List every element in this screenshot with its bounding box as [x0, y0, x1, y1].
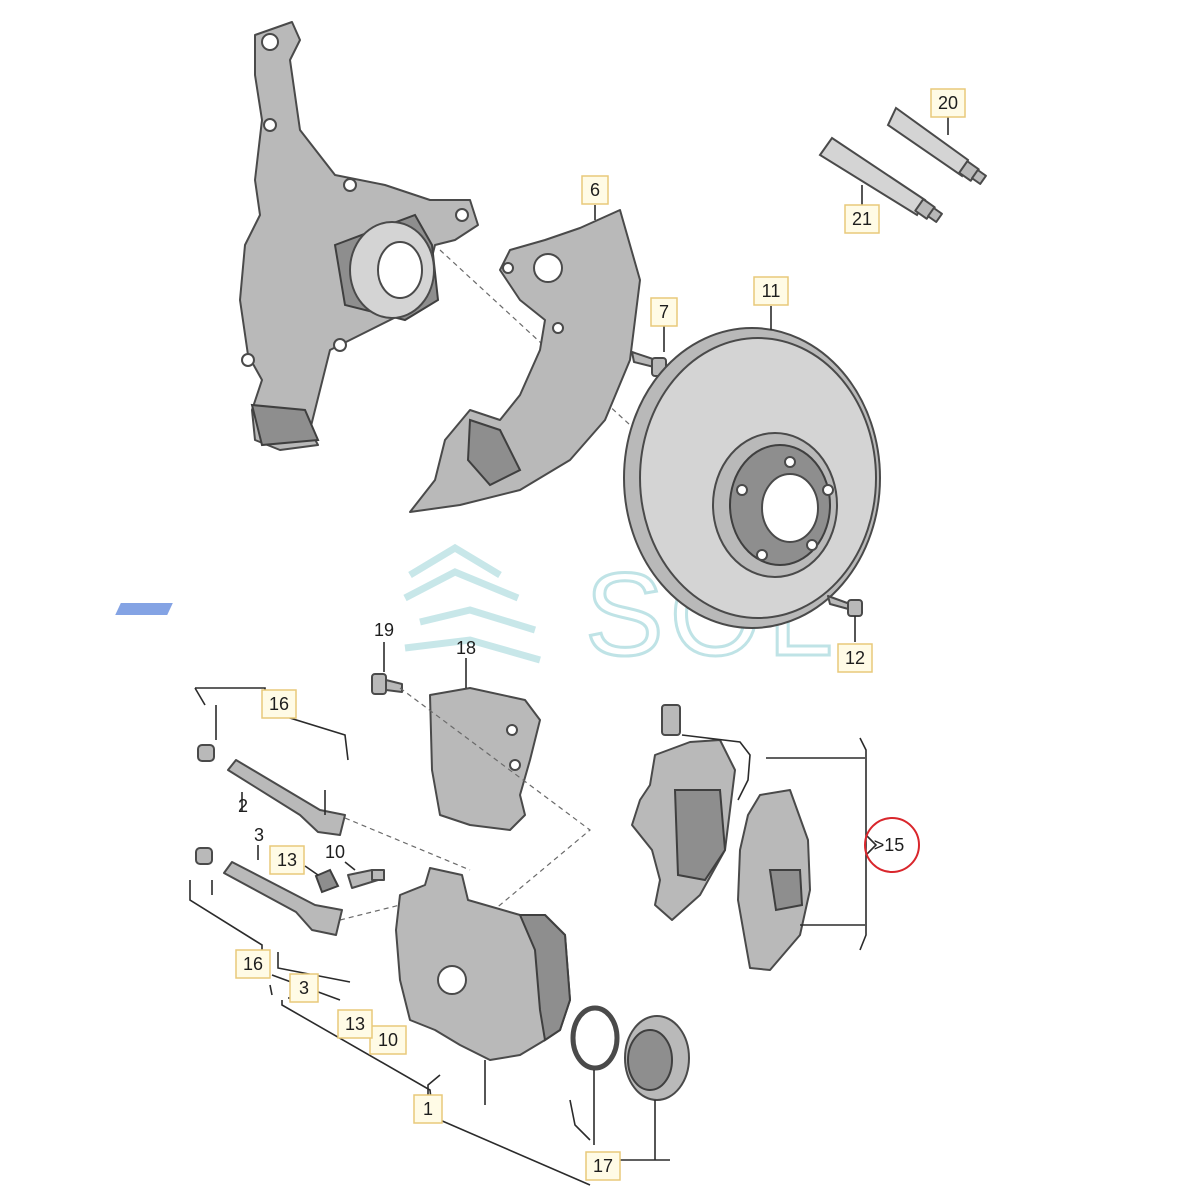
callout-6: 6	[581, 175, 609, 205]
callout-19: 19	[374, 620, 394, 640]
grease-tube-20	[886, 106, 987, 185]
callout-10-upper: 10	[325, 842, 345, 862]
svg-text:13: 13	[277, 850, 297, 870]
svg-text:17: 17	[593, 1156, 613, 1176]
svg-text:3: 3	[299, 978, 309, 998]
callout-11: 11	[753, 276, 789, 306]
guide-bolt	[371, 673, 403, 695]
caliper-piston	[624, 1015, 690, 1101]
callout-20: 20	[930, 88, 966, 118]
callout-12: 12	[837, 643, 873, 673]
callout-15: >15	[864, 817, 920, 873]
svg-text:6: 6	[590, 180, 600, 200]
callout-21: 21	[844, 204, 880, 234]
svg-text:7: 7	[659, 302, 669, 322]
callout-3-lower: 3	[289, 973, 319, 1003]
callout-13-upper: 13	[269, 845, 305, 875]
callout-13-lower: 13	[337, 1009, 373, 1039]
callout-18: 18	[456, 638, 476, 658]
callout-1: 1	[413, 1094, 443, 1124]
piston-seal	[570, 1005, 620, 1071]
callout-3-upper: 3	[254, 825, 264, 845]
steering-knuckle	[239, 21, 479, 451]
callout-16-lower: 16	[235, 949, 271, 979]
grease-tube-21	[818, 136, 943, 223]
svg-text:10: 10	[378, 1030, 398, 1050]
svg-text:12: 12	[845, 648, 865, 668]
guide-pin-lower	[195, 847, 343, 936]
wear-sensor-wire	[681, 734, 751, 801]
svg-text:>15: >15	[874, 835, 905, 855]
brake-pad-inner	[631, 704, 736, 921]
callout-10-lower: 10	[369, 1025, 407, 1055]
splash-shield	[409, 209, 641, 513]
brake-pad-outer	[737, 789, 811, 971]
svg-text:10: 10	[325, 842, 345, 862]
watermark-logo	[115, 543, 541, 664]
callout-17: 17	[585, 1151, 621, 1181]
svg-text:19: 19	[374, 620, 394, 640]
disc-screw	[827, 595, 863, 617]
svg-text:20: 20	[938, 93, 958, 113]
svg-text:18: 18	[456, 638, 476, 658]
brake-caliper	[395, 867, 572, 1061]
svg-text:3: 3	[254, 825, 264, 845]
bleed-cap	[314, 868, 340, 894]
svg-text:16: 16	[269, 694, 289, 714]
caliper-carrier	[429, 687, 541, 831]
svg-text:21: 21	[852, 209, 872, 229]
svg-text:1: 1	[423, 1099, 433, 1119]
callout-2: 2	[238, 796, 248, 816]
svg-text:2: 2	[238, 796, 248, 816]
callout-16-upper: 16	[261, 689, 297, 719]
bleed-valve	[347, 869, 385, 889]
svg-text:13: 13	[345, 1014, 365, 1034]
svg-text:16: 16	[243, 954, 263, 974]
callout-7: 7	[650, 297, 678, 327]
brake-disc	[623, 327, 881, 629]
svg-text:11: 11	[762, 281, 781, 301]
guide-pin-upper	[197, 744, 346, 836]
